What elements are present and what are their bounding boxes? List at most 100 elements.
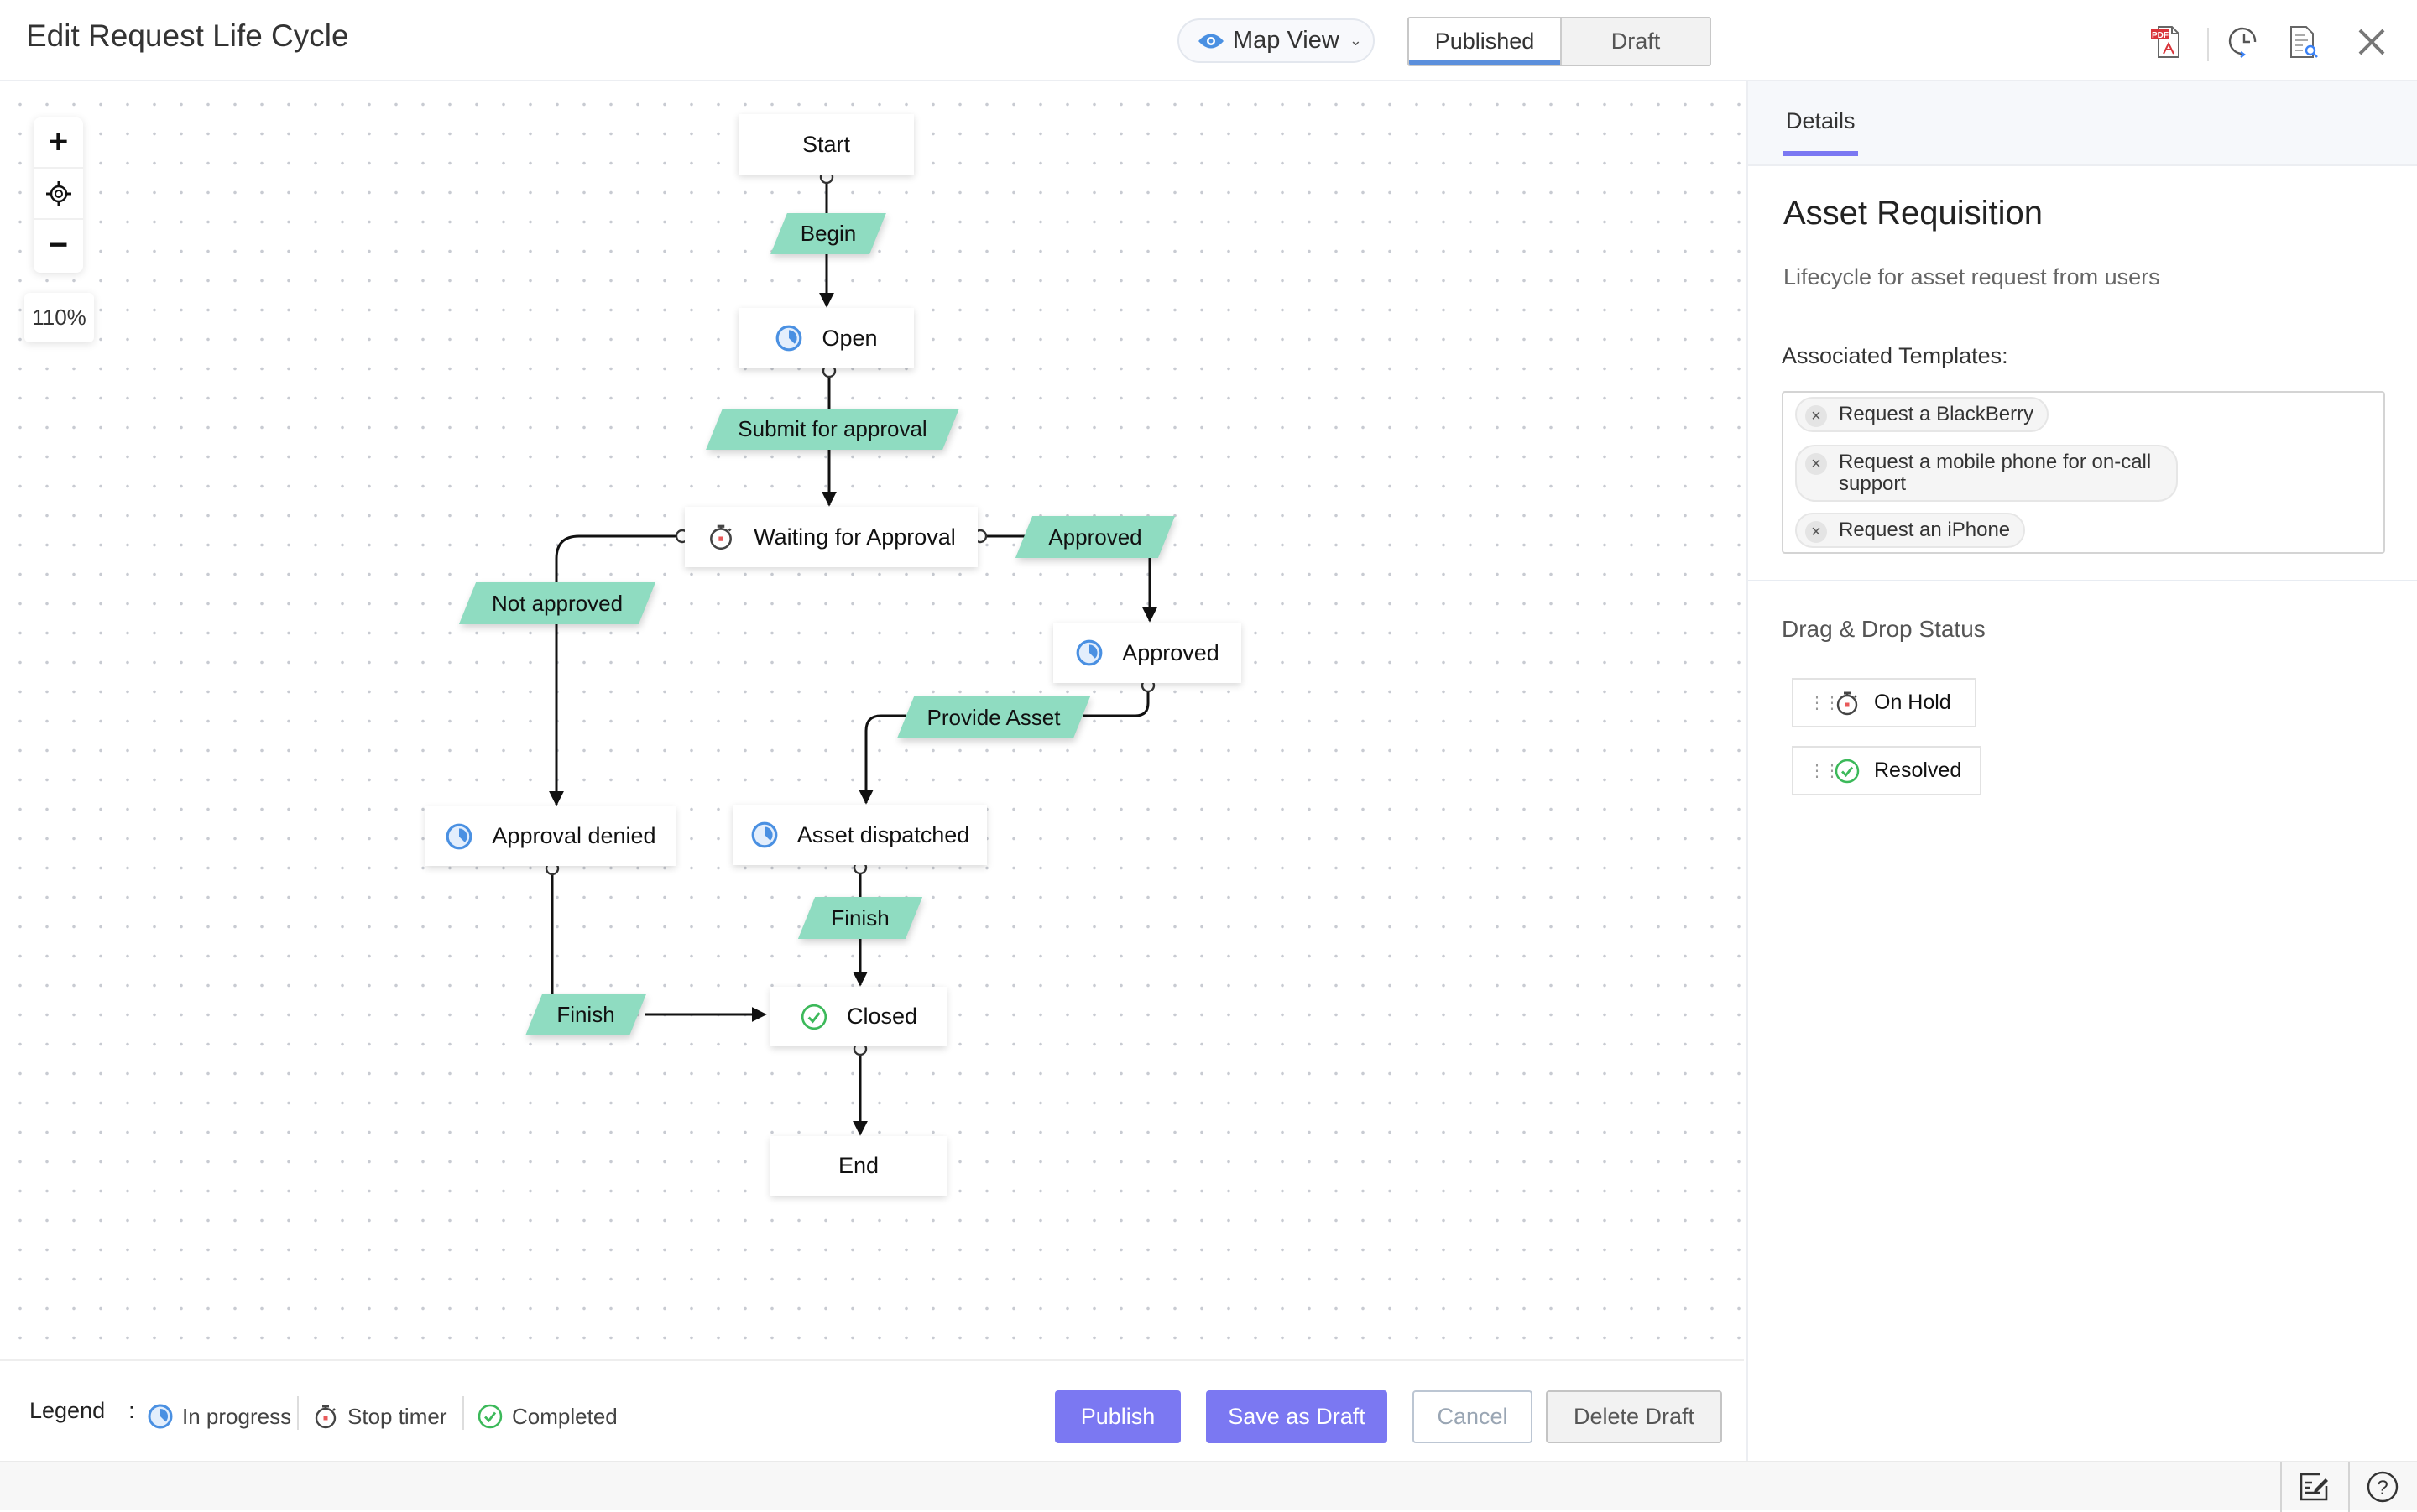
stop-timer-icon	[1834, 690, 1861, 717]
delete-draft-button[interactable]: Delete Draft	[1546, 1390, 1722, 1443]
stop-timer-icon	[312, 1403, 339, 1430]
divider	[1748, 580, 2417, 581]
remove-icon[interactable]: ×	[1805, 453, 1827, 475]
node-closed[interactable]: Closed	[770, 987, 947, 1046]
zoom-level: 110%	[24, 293, 94, 342]
footer-bar: ?	[0, 1461, 2417, 1512]
in-progress-icon	[775, 324, 803, 352]
completed-icon	[800, 1003, 828, 1031]
node-open[interactable]: Open	[739, 308, 914, 368]
svg-text:PDF: PDF	[2152, 31, 2169, 40]
legend-stop-timer: Stop timer	[312, 1403, 447, 1430]
templates-field[interactable]: × Request a BlackBerry × Request a mobile …	[1782, 391, 2385, 554]
drag-handle-icon[interactable]: ⋮⋮	[1809, 761, 1840, 780]
transition-label: Approved	[1048, 524, 1142, 550]
transition-label: Finish	[831, 905, 890, 931]
template-chip: × Request a mobile phone for on-call supp…	[1795, 445, 2178, 502]
cancel-button[interactable]: Cancel	[1412, 1390, 1532, 1443]
divider	[2280, 1462, 2282, 1512]
document-search-icon[interactable]	[2284, 23, 2321, 60]
transition-label: Not approved	[491, 590, 624, 616]
stop-timer-icon	[707, 523, 735, 551]
node-label: Asset dispatched	[796, 821, 970, 847]
transition-approved[interactable]: Approved	[1024, 516, 1167, 558]
save-as-draft-button[interactable]: Save as Draft	[1206, 1390, 1387, 1443]
zoom-out-button[interactable]: −	[48, 227, 69, 263]
transition-finish[interactable]: Finish	[807, 897, 914, 939]
node-label: Approval denied	[492, 823, 656, 848]
crosshair-icon	[45, 180, 71, 206]
divider	[2207, 28, 2209, 61]
templates-label: Associated Templates:	[1782, 343, 2008, 368]
in-progress-icon	[147, 1403, 174, 1430]
node-end[interactable]: End	[770, 1136, 947, 1196]
legend-item-label: Stop timer	[347, 1403, 447, 1429]
tab-details[interactable]: Details	[1783, 108, 1858, 156]
template-chip: × Request a BlackBerry	[1795, 397, 2049, 432]
transition-finish[interactable]: Finish	[534, 994, 638, 1035]
in-progress-icon	[445, 822, 473, 851]
node-label: Start	[801, 131, 851, 157]
divider	[297, 1396, 299, 1430]
details-panel: Details Asset Requisition Lifecycle for …	[1746, 81, 2417, 1461]
transition-label: Begin	[800, 221, 857, 246]
transition-submit-for-approval[interactable]: Submit for approval	[714, 409, 951, 450]
status-on-hold[interactable]: ⋮⋮ On Hold	[1792, 678, 1976, 727]
transition-begin[interactable]: Begin	[779, 213, 878, 254]
node-label: Approved	[1122, 639, 1219, 665]
node-approved[interactable]: Approved	[1053, 623, 1241, 683]
transition-not-approved[interactable]: Not approved	[467, 582, 647, 624]
legend-item-label: In progress	[182, 1403, 292, 1429]
lifecycle-description: Lifecycle for asset request from users	[1783, 264, 2160, 289]
node-label: Closed	[846, 1004, 918, 1029]
legend-item-label: Completed	[512, 1403, 618, 1429]
node-label: Open	[822, 325, 878, 351]
recenter-button[interactable]	[34, 169, 83, 220]
svg-text:?: ?	[2377, 1477, 2388, 1499]
history-icon[interactable]	[2226, 23, 2263, 60]
publish-button[interactable]: Publish	[1055, 1390, 1181, 1443]
panel-tabs: Details	[1748, 81, 2417, 166]
version-toggle: Published Draft	[1407, 17, 1711, 66]
notes-icon[interactable]	[2298, 1471, 2331, 1503]
map-view-label: Map View	[1233, 27, 1339, 54]
legend-in-progress: In progress	[147, 1403, 291, 1430]
lifecycle-canvas[interactable]: Start Open Waiting for Approval Approved…	[0, 81, 1744, 1359]
node-start[interactable]: Start	[739, 114, 914, 175]
node-label: End	[838, 1153, 880, 1178]
lifecycle-name: Asset Requisition	[1783, 195, 2044, 232]
in-progress-icon	[1075, 639, 1104, 667]
chip-label: Request a BlackBerry	[1839, 403, 2034, 425]
map-view-dropdown[interactable]: Map View ⌄	[1177, 18, 1375, 63]
transition-label: Provide Asset	[927, 704, 1061, 730]
node-waiting-for-approval[interactable]: Waiting for Approval	[685, 507, 978, 567]
node-label: Waiting for Approval	[754, 524, 956, 550]
remove-icon[interactable]: ×	[1805, 521, 1827, 543]
eye-icon	[1198, 34, 1224, 48]
legend-separator: :	[128, 1398, 135, 1423]
help-icon[interactable]: ?	[2366, 1470, 2399, 1504]
node-approval-denied[interactable]: Approval denied	[425, 806, 676, 866]
status-resolved[interactable]: ⋮⋮ Resolved	[1792, 746, 1981, 795]
divider	[2348, 1462, 2350, 1512]
transition-provide-asset[interactable]: Provide Asset	[906, 696, 1082, 738]
transition-label: Submit for approval	[738, 416, 927, 441]
header: Edit Request Life Cycle Map View ⌄ Publi…	[0, 0, 2417, 81]
page-title: Edit Request Life Cycle	[26, 18, 349, 53]
tab-published[interactable]: Published	[1409, 18, 1560, 65]
close-icon[interactable]	[2353, 23, 2390, 60]
status-label: On Hold	[1874, 691, 1951, 714]
completed-icon	[477, 1403, 504, 1430]
bottom-bar: Legend: In progress Stop timer Completed…	[0, 1359, 1744, 1461]
remove-icon[interactable]: ×	[1805, 405, 1827, 427]
divider	[462, 1396, 464, 1430]
tab-draft[interactable]: Draft	[1560, 18, 1710, 65]
zoom-in-button[interactable]: +	[34, 117, 83, 169]
status-label: Resolved	[1874, 759, 1962, 782]
chip-label: Request a mobile phone for on-call suppo…	[1839, 451, 2152, 495]
completed-icon	[1834, 758, 1861, 785]
legend-label: Legend	[29, 1398, 106, 1423]
node-asset-dispatched[interactable]: Asset dispatched	[733, 805, 987, 865]
pdf-export-icon[interactable]: PDF	[2148, 23, 2185, 60]
drag-handle-icon[interactable]: ⋮⋮	[1809, 693, 1840, 712]
